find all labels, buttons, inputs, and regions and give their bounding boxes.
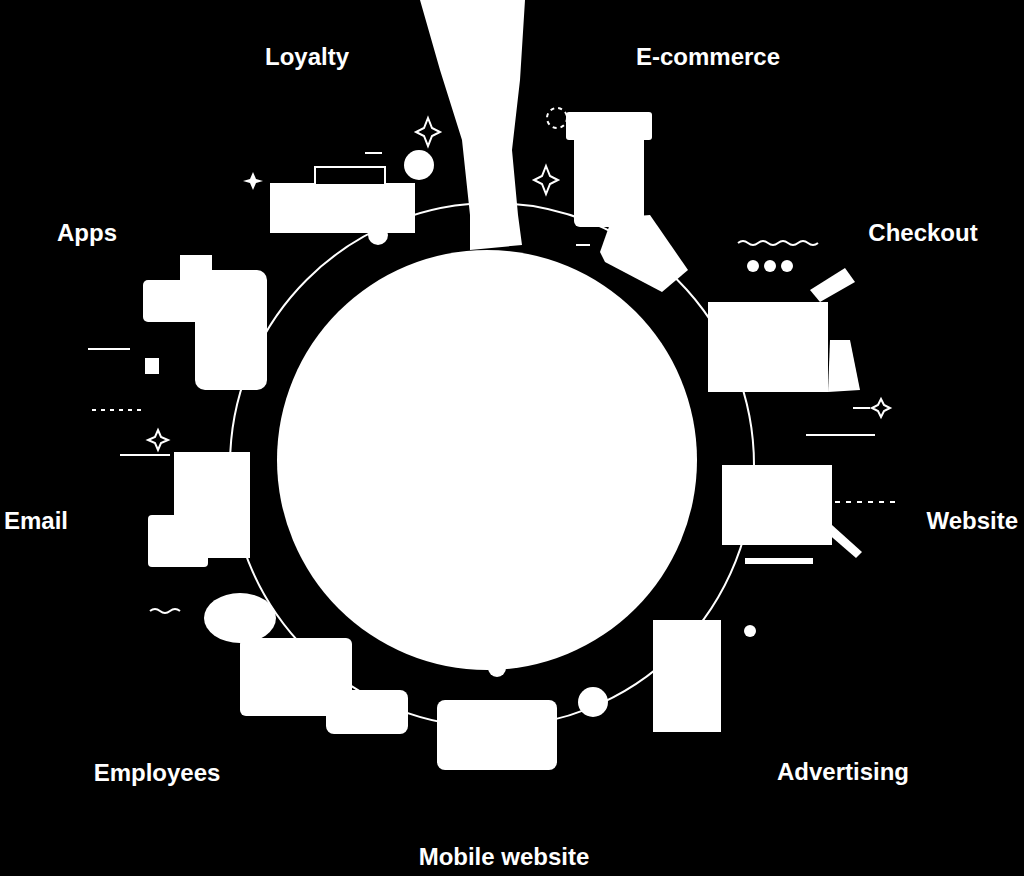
category-label: Website bbox=[926, 509, 1018, 533]
category-label: Apps bbox=[57, 221, 117, 245]
category-label: Advertising bbox=[777, 760, 909, 784]
category-label: Checkout bbox=[868, 221, 977, 245]
category-label: Email bbox=[4, 509, 68, 533]
category-label: Loyalty bbox=[265, 45, 349, 69]
category-label: Mobile website bbox=[419, 845, 590, 869]
category-label: E-commerce bbox=[636, 45, 780, 69]
category-label: Employees bbox=[94, 761, 221, 785]
